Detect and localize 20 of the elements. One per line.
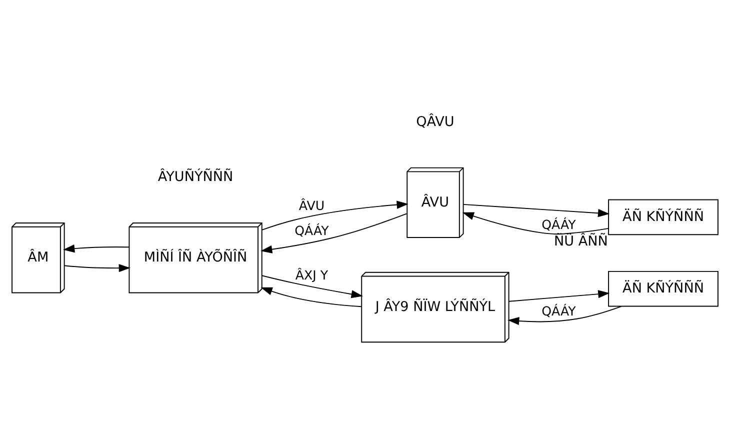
edge-label: ÂXJ Y — [295, 268, 328, 283]
arrow — [260, 287, 362, 308]
arrow — [64, 264, 130, 272]
arrow — [262, 275, 363, 298]
label: ÂYUÑÝÑÑÑ — [158, 169, 234, 186]
label: QÂVU — [416, 114, 454, 130]
arrow — [508, 306, 622, 326]
node-label: ÑÜ ÂÑÑ — [554, 233, 608, 250]
node-box: ÄÑ KÑÝÑÑÑ — [608, 270, 718, 307]
edge-label: QÁÁY — [542, 303, 576, 318]
arrow — [462, 212, 610, 235]
arrow — [262, 200, 408, 230]
edge-label: ÂVU — [298, 198, 325, 213]
arrow — [63, 244, 130, 253]
arrow — [260, 213, 408, 254]
node-box: ÄÑ KÑÝÑÑÑ — [608, 199, 718, 236]
edge-label: QÁÁY — [294, 223, 329, 238]
arrow — [508, 290, 610, 302]
arrow — [462, 204, 610, 218]
edge-label: QÁÁY — [542, 217, 576, 232]
